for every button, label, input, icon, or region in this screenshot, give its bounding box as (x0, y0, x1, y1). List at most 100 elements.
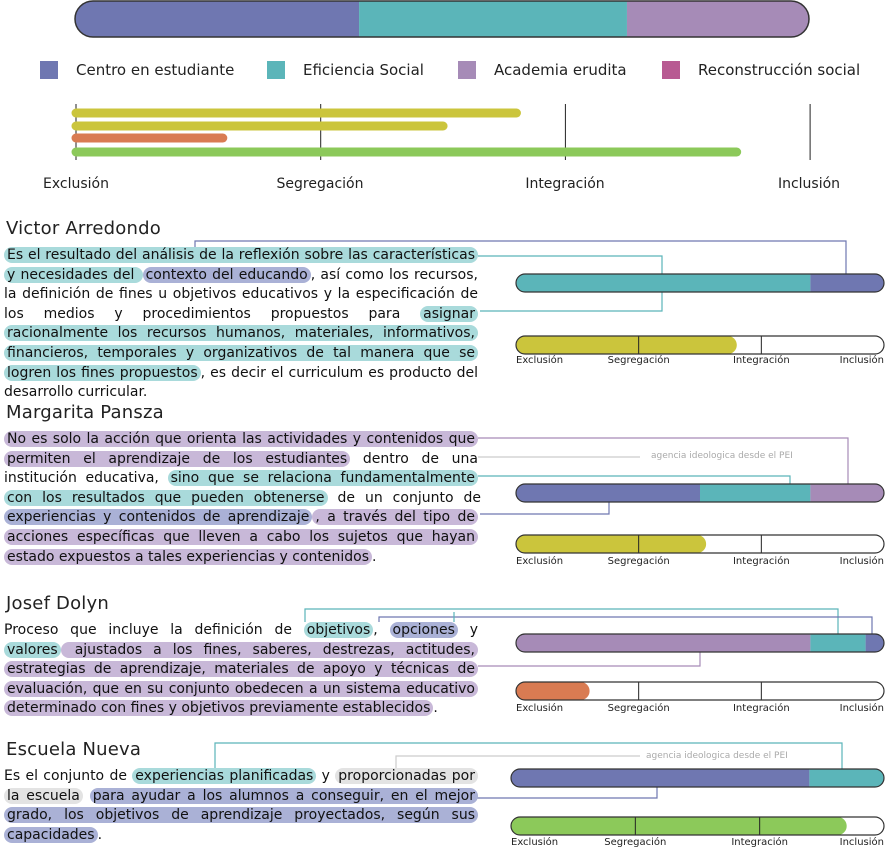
connector-line (395, 755, 640, 768)
author-scale-label: Inclusión (839, 703, 884, 714)
author-scale-outline (515, 681, 885, 701)
text-run: , (373, 622, 390, 638)
author-scale-label: Segregación (607, 355, 670, 366)
legend-swatch-academia (458, 61, 476, 79)
author-scale-outline (515, 534, 885, 554)
author-scale-fill (516, 336, 737, 354)
text-run: de un conjunto de (327, 489, 481, 506)
author-definition-escuela-nueva: Es el conjunto de experiencias planifica… (4, 767, 479, 845)
text-run: . (372, 548, 377, 565)
author-bar-segment (810, 484, 884, 502)
legend-label: Centro en estudiante (76, 61, 235, 79)
author-scale-label: Exclusión (516, 556, 564, 567)
author-bar-outline (515, 483, 885, 503)
author-bar-segment (516, 274, 811, 292)
legend-item-eficiencia: Eficiencia Social (267, 60, 424, 80)
connector-line (472, 787, 658, 799)
text-run: . (433, 700, 438, 717)
note-escuela-nueva: agencia ideologica desde el PEI (646, 751, 788, 761)
text-run: Proceso que incluye la definición de (4, 622, 304, 638)
text-run: , es decir el curriculum es producto del… (4, 364, 479, 401)
legend-item-academia: Academia erudita (458, 60, 627, 80)
highlight-teal: objetivos (303, 622, 374, 638)
author-definition-pansza: No es solo la acción que orienta las act… (4, 430, 481, 567)
legend-item-centro: Centro en estudiante (40, 60, 234, 80)
highlight-purple: No es solo la acción que orienta las act… (4, 431, 478, 467)
highlight-blue: experiencias y contenidos de aprendizaje (4, 509, 313, 526)
author-bar-outline (515, 273, 885, 293)
highlight-purple: ajustados a los fines, saberes, destreza… (4, 641, 478, 717)
author-bar-segment (809, 769, 884, 787)
author-bar-segment (865, 634, 884, 652)
author-scale-label: Integración (732, 355, 790, 366)
axis-label-exclusion: Exclusión (43, 176, 109, 192)
text-run: y (316, 768, 336, 784)
legend-item-reconstruccion: Reconstrucción social (662, 60, 860, 80)
author-scale-label: Inclusión (839, 556, 884, 567)
note-pansza: agencia ideologica desde el PEI (651, 451, 793, 461)
author-scale-outline (510, 816, 885, 836)
author-definition-arredondo: Es el resultado del análisis de la refle… (4, 246, 478, 403)
highlight-teal: experiencias planificadas (132, 768, 317, 784)
author-scale-label: Inclusión (839, 837, 884, 848)
legend-label: Eficiencia Social (303, 61, 424, 79)
connector-line (478, 475, 791, 484)
connector-line (478, 652, 701, 667)
top-bar-segment (626, 1, 809, 37)
author-title-escuela-nueva: Escuela Nueva (6, 739, 142, 760)
author-scale-label: Integración (732, 703, 790, 714)
author-scale-fill (516, 535, 707, 553)
text-run: dentro de una institución educativa, (4, 450, 478, 487)
author-bar-segment (810, 634, 866, 652)
author-bar-outline (515, 633, 885, 653)
author-scale-label: Segregación (604, 837, 667, 848)
connector-line (480, 502, 610, 515)
axis-label-inclusion: Inclusión (777, 176, 841, 192)
author-scale-label: Integración (732, 556, 790, 567)
top-bar-segment (359, 1, 627, 37)
legend-swatch-centro (40, 61, 58, 79)
author-bar-outline (510, 768, 885, 788)
author-bar-segment (810, 274, 884, 292)
inclusion-scale-overview (71, 104, 811, 160)
text-run (83, 788, 90, 804)
axis-label-integracion: Integración (525, 176, 605, 192)
text-run: y (457, 622, 478, 638)
author-scale-label: Segregación (607, 703, 670, 714)
text-run: , así como los recursos, la definición d… (4, 266, 478, 322)
connector-line (194, 240, 847, 274)
highlight-blue: contexto del educando (142, 266, 311, 283)
author-scale-outline (515, 335, 885, 355)
legend-swatch-eficiencia (267, 61, 285, 79)
connector-line (214, 742, 843, 769)
author-scale-label: Segregación (607, 556, 670, 567)
author-scale-fill (511, 817, 847, 835)
text-run: . (97, 826, 103, 843)
author-bars (510, 273, 885, 836)
legend-swatch-reconstruccion (662, 61, 680, 79)
author-definition-dolyn: Proceso que incluye la definición de obj… (4, 621, 478, 719)
highlight-blue: opciones (389, 622, 458, 638)
author-scale-label: Inclusión (839, 355, 884, 366)
top-bar-segment (75, 1, 360, 37)
text-run: Es el conjunto de (4, 768, 133, 784)
author-title-dolyn: Josef Dolyn (6, 593, 109, 614)
author-title-arredondo: Victor Arredondo (6, 218, 161, 239)
author-scale-label: Integración (731, 837, 788, 848)
top-bar-outline (74, 0, 810, 38)
author-scale-label: Exclusión (516, 355, 564, 366)
author-bar-segment (700, 484, 811, 502)
legend-label: Academia erudita (494, 61, 627, 79)
author-title-pansza: Margarita Pansza (6, 402, 164, 423)
connectors (194, 240, 873, 799)
top-stacked-bar (74, 0, 810, 38)
author-scale-label: Exclusión (516, 703, 564, 714)
author-bar-segment (511, 769, 810, 787)
author-bar-segment (516, 484, 700, 502)
author-scale-fill (516, 682, 590, 700)
legend-label: Reconstrucción social (698, 61, 861, 79)
connector-line (378, 616, 873, 634)
author-scale-label: Exclusión (511, 837, 559, 848)
highlight-teal: valores (4, 641, 61, 658)
